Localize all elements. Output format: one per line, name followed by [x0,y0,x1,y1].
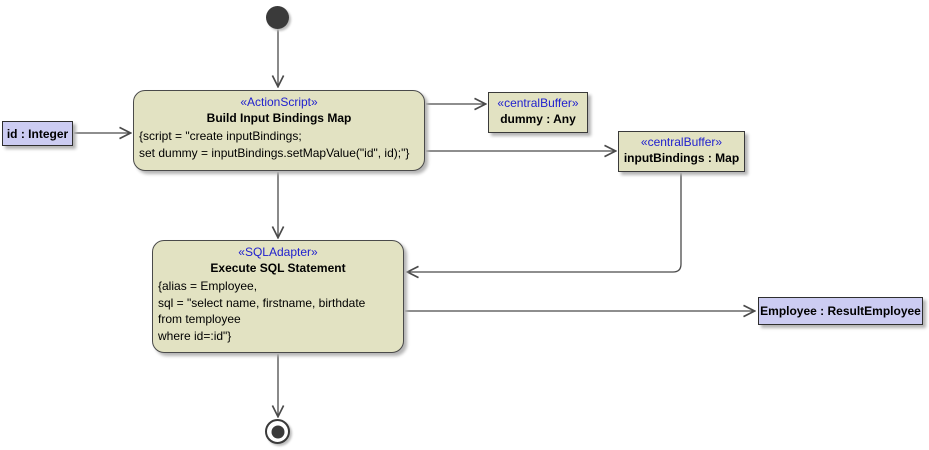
body-line: where id=:id"} [158,328,232,343]
body-line: {script = "create inputBindings; [139,129,302,143]
action-node-execute-sql-statement[interactable]: «SQLAdapter» Execute SQL Statement {alia… [152,240,404,353]
central-buffer-node-dummy[interactable]: «centralBuffer» dummy : Any [488,92,588,133]
stereotype-label: «ActionScript» [240,95,318,109]
body-line: set dummy = inputBindings.setMapValue("i… [139,145,410,160]
stereotype-label: «centralBuffer» [497,96,579,110]
edge-inputbindings-to-execute [408,173,682,272]
stereotype-label: «SQLAdapter» [238,245,318,259]
action-node-body: {alias = Employee, sql = "select name, f… [153,276,403,344]
action-node-title: Execute SQL Statement [210,261,346,275]
stereotype-label: «centralBuffer» [640,135,723,149]
object-node-label: id : Integer [6,126,69,141]
central-buffer-node-inputbindings[interactable]: «centralBuffer» inputBindings : Map [618,131,745,172]
body-line: from temployee [158,312,241,326]
body-line: sql = "select name, firstname, birthdate [158,295,366,310]
buffer-node-label: dummy : Any [500,112,576,126]
object-node-label: Employee : ResultEmployee [760,304,921,318]
object-node-employee-resultemployee[interactable]: Employee : ResultEmployee [758,297,923,325]
buffer-node-label: inputBindings : Map [623,151,740,165]
action-node-title: Build Input Bindings Map [206,111,352,125]
final-node[interactable] [265,419,290,444]
final-node-inner-dot [271,425,284,438]
body-line: {alias = Employee, [158,279,258,293]
action-node-body: {script = "create inputBindings; set dum… [134,126,424,161]
object-node-id-integer[interactable]: id : Integer [2,121,73,146]
initial-node[interactable] [266,6,289,29]
action-node-build-input-bindings-map[interactable]: «ActionScript» Build Input Bindings Map … [133,90,425,171]
